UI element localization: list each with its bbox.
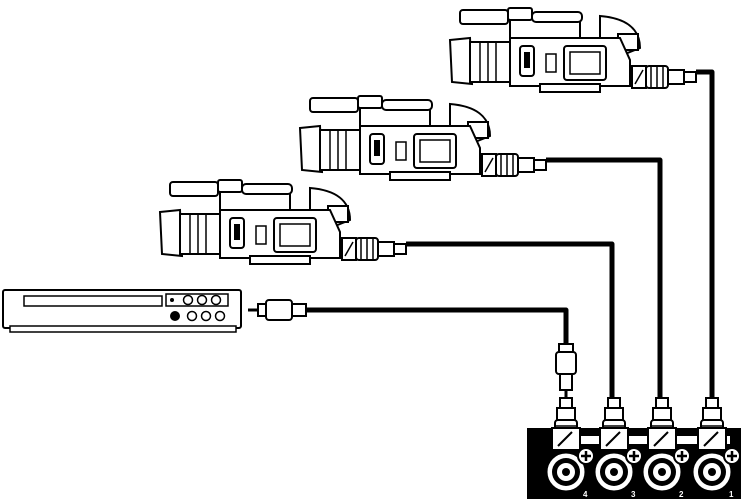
rca-plug-dvd xyxy=(248,299,307,321)
cable-2 xyxy=(546,157,663,398)
port-number-3: 3 xyxy=(631,490,636,499)
port-number-4: 4 xyxy=(583,490,588,499)
cables xyxy=(306,69,715,398)
dvd-player xyxy=(2,289,242,333)
cable-3 xyxy=(406,241,615,398)
port-number-1: 1 xyxy=(729,490,734,499)
rear-panel: POST 4 3 2 1 xyxy=(527,426,741,499)
camcorder-1 xyxy=(449,7,697,93)
cable-4 xyxy=(306,307,569,348)
cable-1 xyxy=(696,69,715,398)
camcorder-2 xyxy=(299,95,547,181)
port-number-2: 2 xyxy=(679,490,684,499)
panel-label: POST xyxy=(628,437,650,446)
camcorder-3 xyxy=(159,179,407,265)
rca-plug-panel xyxy=(555,343,577,398)
